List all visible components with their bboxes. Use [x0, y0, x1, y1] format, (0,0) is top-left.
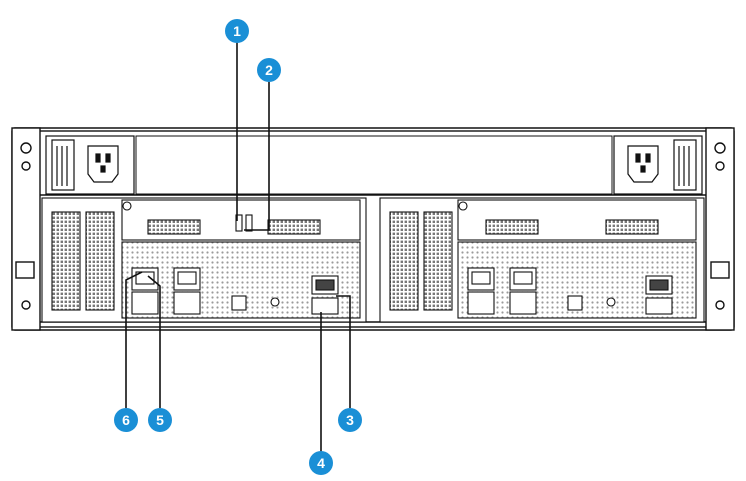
callout-3: 3 [338, 408, 362, 432]
callout-6-circle [114, 408, 138, 432]
callout-1-circle [225, 19, 249, 43]
leader-lines [125, 42, 351, 452]
callout-5: 5 [148, 408, 172, 432]
leader-line-6 [125, 271, 143, 408]
callout-3-label: 3 [346, 412, 354, 428]
controller-module-right [379, 197, 705, 323]
controller-module-left [41, 197, 367, 323]
callouts: 1 2 3 4 5 6 [114, 19, 362, 475]
callout-6-label: 6 [122, 412, 130, 428]
callout-2-circle [257, 58, 281, 82]
callout-1-label: 1 [233, 23, 241, 39]
callout-2: 2 [257, 58, 281, 82]
callout-3-circle [338, 408, 362, 432]
callout-2-label: 2 [265, 62, 273, 78]
power-supply-right [613, 135, 703, 195]
callout-5-circle [148, 408, 172, 432]
callout-4: 4 [309, 451, 333, 475]
leader-line-5 [147, 275, 161, 408]
leader-line-2 [244, 82, 270, 231]
leader-line-3 [336, 295, 351, 408]
power-supply-left [45, 135, 135, 195]
callout-5-label: 5 [156, 412, 164, 428]
callout-6: 6 [114, 408, 138, 432]
callout-4-label: 4 [317, 455, 325, 471]
callout-1: 1 [225, 19, 249, 43]
top-bay [135, 135, 613, 195]
callout-4-circle [309, 451, 333, 475]
